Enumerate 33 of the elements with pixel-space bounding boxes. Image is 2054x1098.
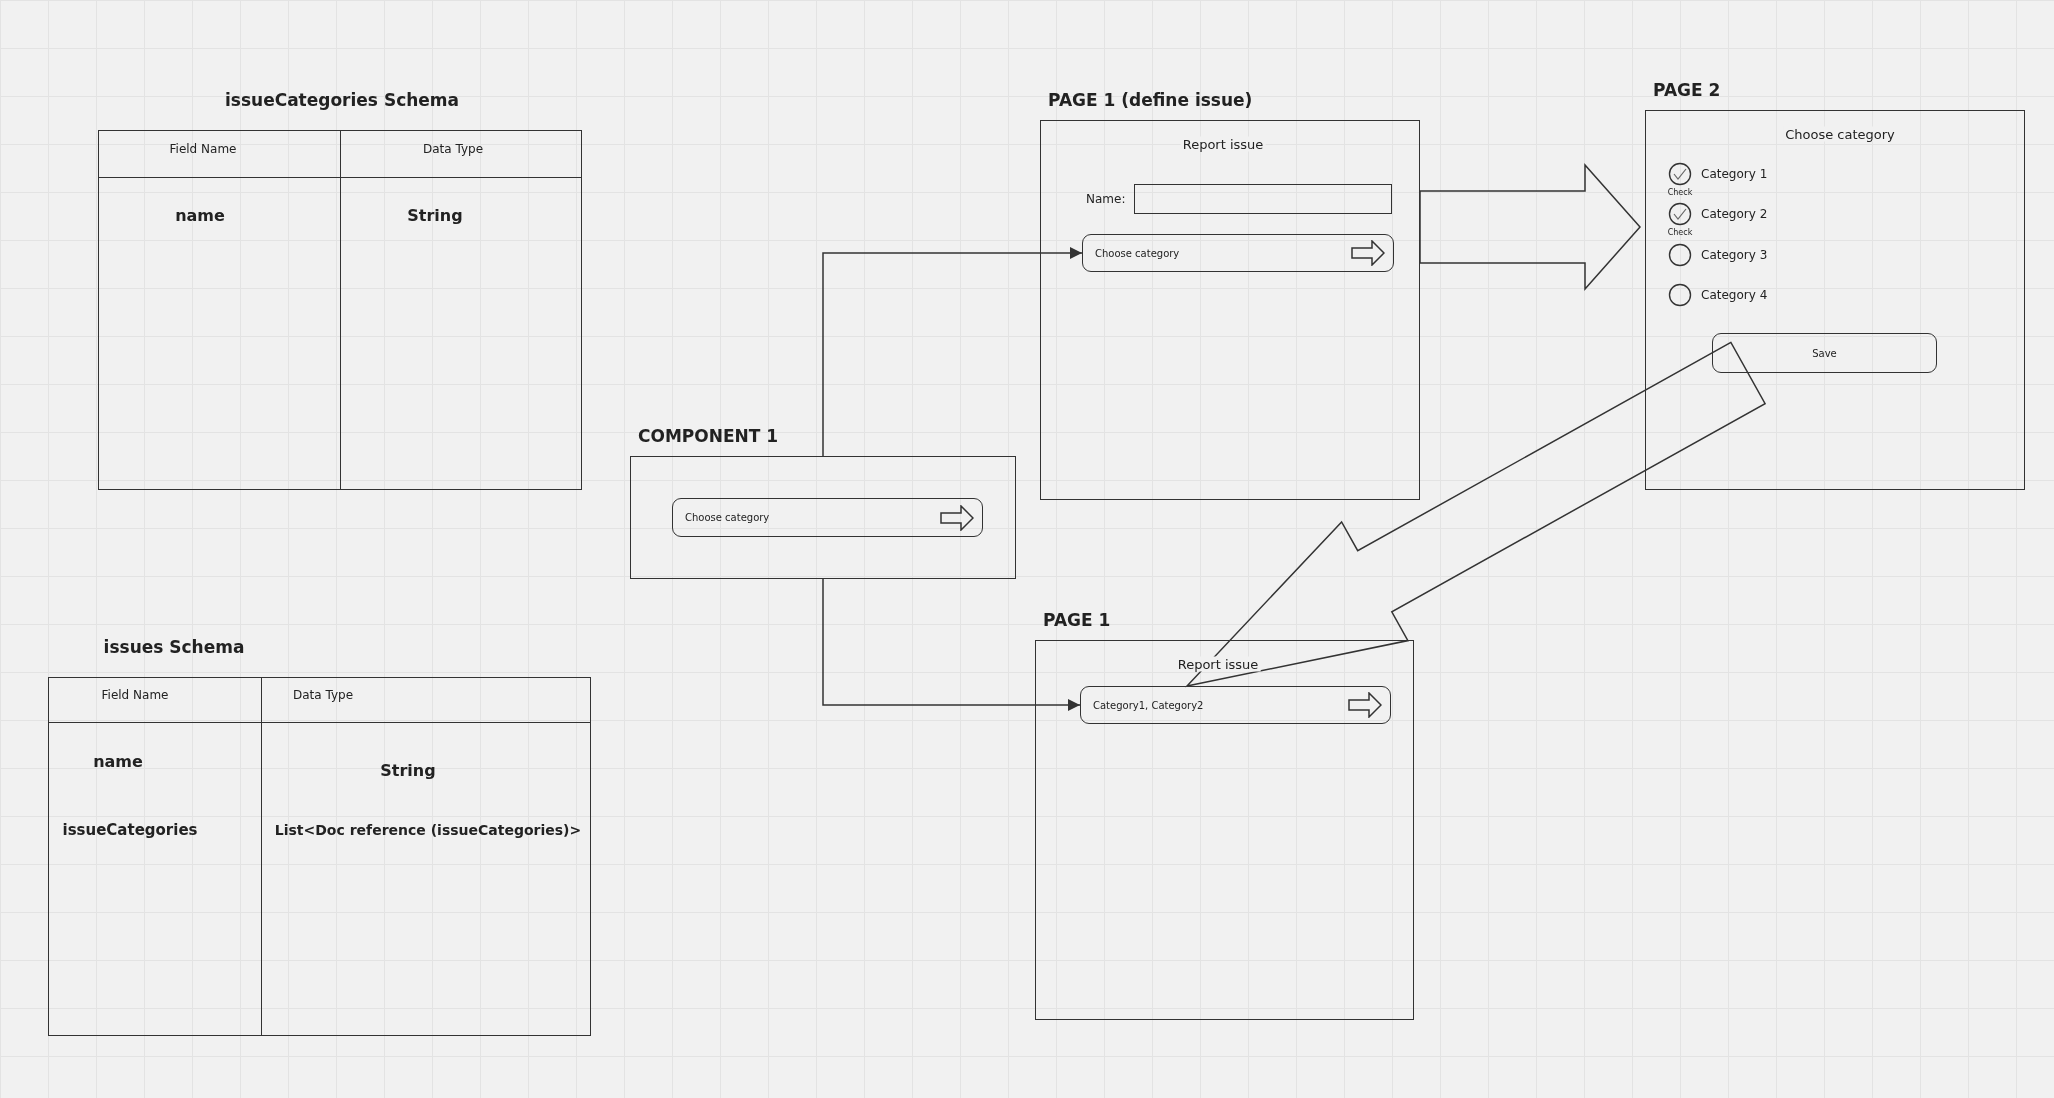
option-label: Category 4 xyxy=(1701,288,1768,302)
table-title: issues Schema xyxy=(103,637,245,657)
arrow xyxy=(822,247,1083,457)
data-type: List<Doc reference (issueCategories)> xyxy=(274,822,582,838)
screen-heading: Report issue xyxy=(1180,136,1266,152)
screen-heading: Choose category xyxy=(1783,126,1897,142)
checkbox-caption: Check xyxy=(1667,227,1693,237)
column-header: Field Name xyxy=(101,688,169,702)
field-name: name xyxy=(93,751,143,771)
field-name: issueCategories xyxy=(62,821,198,839)
select-button: Choose category xyxy=(672,498,983,537)
screen-title: COMPONENT 1 xyxy=(638,426,779,446)
option-label: Category 1 xyxy=(1701,167,1768,181)
column-header: Data Type xyxy=(423,142,483,156)
arrow xyxy=(822,578,1081,711)
data-type: String xyxy=(380,760,436,780)
select-button: Category1, Category2 xyxy=(1080,686,1391,724)
screen-title: PAGE 1 xyxy=(1043,610,1111,630)
screen-title: PAGE 1 (define issue) xyxy=(1048,90,1253,110)
screen-title: PAGE 2 xyxy=(1653,80,1721,100)
column-header: Data Type xyxy=(293,688,353,702)
field-label: Name: xyxy=(1086,192,1126,206)
column-header: Field Name xyxy=(169,142,237,156)
checkbox-caption: Check xyxy=(1667,187,1693,197)
field-name: name xyxy=(175,205,225,225)
block-arrow xyxy=(1184,341,1767,688)
select-button: Choose category xyxy=(1082,234,1394,272)
option-label: Category 2 xyxy=(1701,207,1768,221)
select-button: Save xyxy=(1712,333,1937,373)
table-title: issueCategories Schema xyxy=(224,90,460,110)
option-label: Category 3 xyxy=(1701,248,1768,262)
data-type: String xyxy=(407,205,463,225)
block-arrow xyxy=(1419,163,1641,291)
